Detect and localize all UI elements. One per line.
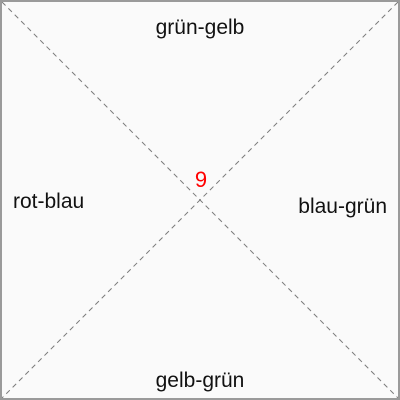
- top-label: grün-gelb: [155, 16, 245, 39]
- bottom-label: gelb-grün: [155, 369, 245, 392]
- right-label: blau-grün: [298, 195, 387, 218]
- center-number: 9: [194, 167, 208, 192]
- left-label: rot-blau: [13, 190, 85, 213]
